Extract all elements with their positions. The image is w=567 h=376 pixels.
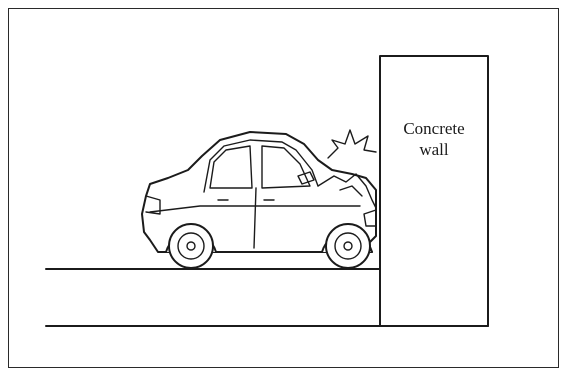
impact-burst-icon bbox=[328, 130, 376, 158]
wall-label-line2: wall bbox=[382, 139, 486, 160]
wall-label: Concrete wall bbox=[382, 118, 486, 160]
concrete-wall bbox=[380, 56, 488, 326]
wall-label-line1: Concrete bbox=[382, 118, 486, 139]
car-icon bbox=[142, 132, 376, 268]
